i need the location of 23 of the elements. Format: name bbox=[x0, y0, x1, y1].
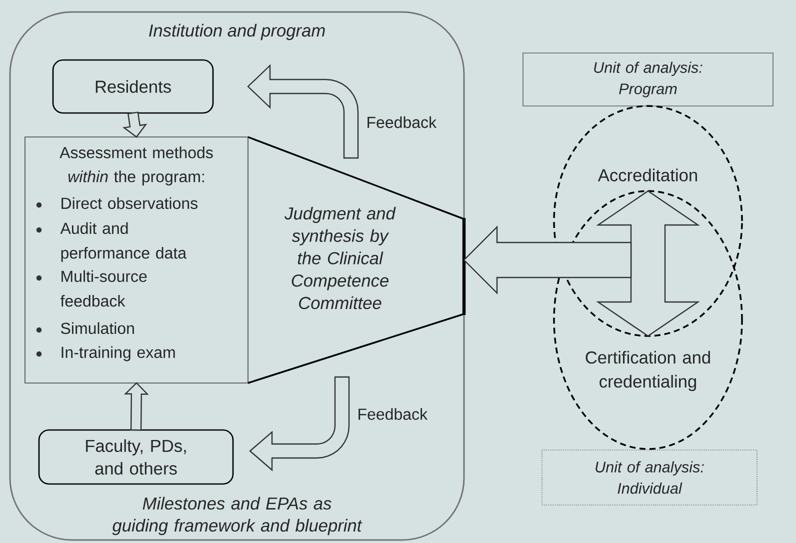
block-arrow bbox=[596, 190, 700, 337]
trapezoid-text: Judgment and synthesis by the Clinical Competence Committee bbox=[284, 206, 396, 310]
edge-label: Feedback bbox=[368, 116, 437, 128]
frame-caption: Milestones and EPAs as guiding framework and blueprint bbox=[112, 496, 362, 536]
list-item: Direct observations bbox=[62, 197, 198, 209]
rounded-box: Residents bbox=[52, 59, 214, 114]
frame-heading: Institution and program bbox=[149, 24, 325, 40]
ellipse-label: Certification and credentialing bbox=[586, 350, 710, 392]
list-item: Multi-source feedback bbox=[60, 270, 147, 307]
list-item: Simulation bbox=[61, 322, 134, 334]
block-arrow bbox=[249, 376, 350, 472]
list-heading: Assessment methods within the program: bbox=[60, 146, 213, 186]
block-arrow bbox=[247, 64, 359, 159]
note-box: Unit of analysis: Individual bbox=[542, 450, 758, 506]
ellipse-label: Accreditation bbox=[598, 168, 697, 182]
list-item: In-training exam bbox=[62, 346, 175, 362]
block-arrow bbox=[124, 382, 149, 431]
list-item: Audit and performance data bbox=[60, 222, 187, 262]
block-arrow bbox=[122, 112, 148, 138]
block-arrow bbox=[463, 226, 632, 294]
note-box: Unit of analysis: Program bbox=[522, 52, 774, 106]
rounded-box: Faculty, PDs, and others bbox=[38, 429, 234, 485]
edge-label: Feedback bbox=[358, 408, 428, 420]
